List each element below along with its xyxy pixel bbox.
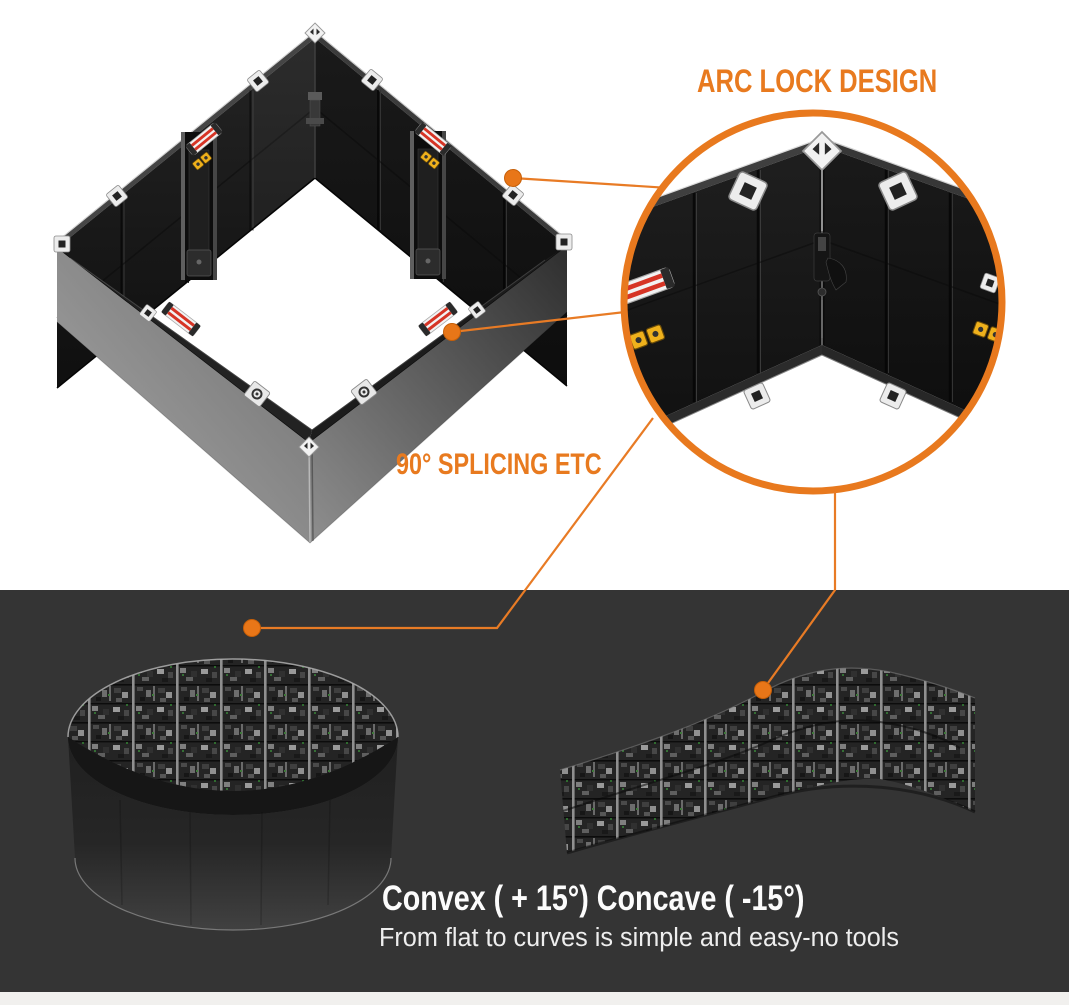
left-outer-face [57, 248, 310, 543]
convex-ring-figure [67, 658, 399, 931]
callout-dot [243, 619, 261, 637]
power-cabinet-column [180, 131, 218, 281]
arc-lock-title: ARC LOCK DESIGN [697, 64, 937, 99]
spliced-cabinet-box-figure [53, 22, 573, 544]
edge-clamp [555, 233, 573, 251]
bottom-subheadline: From flat to curves is simple and easy-n… [379, 924, 899, 952]
callout-dot [754, 681, 772, 699]
splicing-label: 90° SPLICING ETC [396, 447, 602, 480]
corner-hinge [306, 92, 324, 127]
callout-line-wave [762, 492, 837, 691]
callout-dot [443, 323, 461, 341]
callout-dot [504, 169, 522, 187]
curved-wave-panel-figure [559, 667, 976, 855]
magnifier-ring [620, 109, 1006, 495]
bottom-headline: Convex ( + 15°) Concave ( -15°) [382, 878, 804, 917]
callout-line-ring [252, 417, 654, 630]
bottom-strip [0, 992, 1069, 1005]
arc-lock-latch [813, 232, 847, 338]
edge-clamp [53, 235, 71, 253]
right-outer-face [309, 246, 567, 543]
